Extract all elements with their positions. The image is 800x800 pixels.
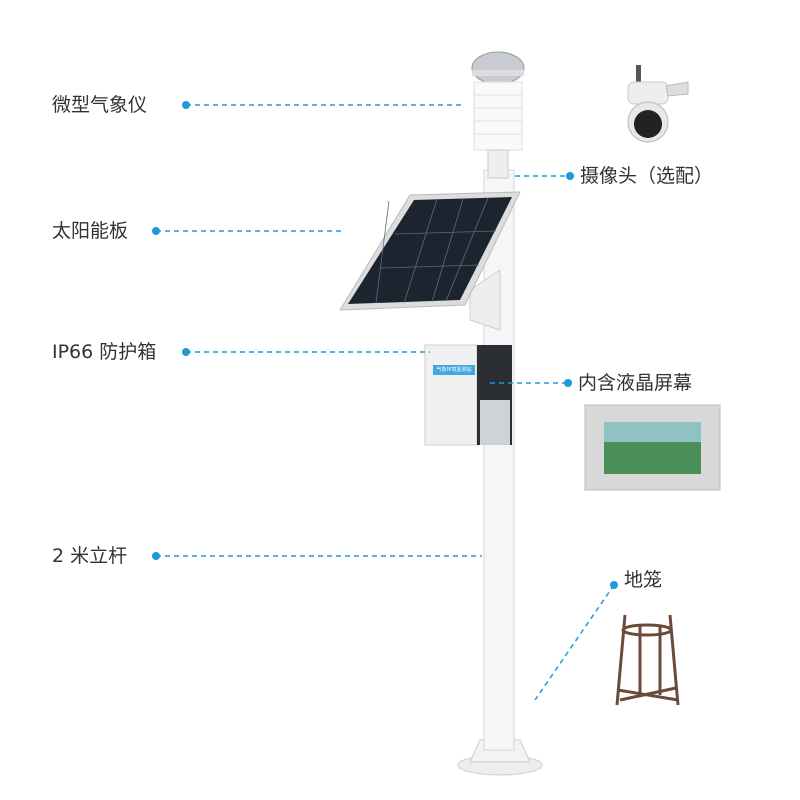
label-weather-station: 微型气象仪	[52, 94, 148, 116]
label-solar-panel: 太阳能板	[52, 220, 129, 242]
label-pole: 2 米立杆	[52, 545, 128, 567]
panel-bracket	[469, 269, 501, 331]
lcd-screen	[584, 404, 721, 491]
leader-lines	[156, 104, 615, 701]
label-enclosure: IP66 防护箱	[52, 341, 157, 363]
label-ground-cage: 地笼	[624, 569, 663, 591]
label-lcd: 内含液晶屏幕	[578, 372, 693, 394]
leader-dots	[152, 101, 618, 589]
enclosure-box	[424, 344, 512, 446]
weather-sensor	[471, 51, 525, 179]
label-camera: 摄像头（选配）	[580, 165, 714, 187]
camera	[627, 65, 689, 143]
solar-panel	[339, 191, 521, 311]
ground-cage	[615, 614, 680, 706]
pole	[483, 169, 515, 751]
box-label: 气象环境监测站	[436, 367, 472, 373]
